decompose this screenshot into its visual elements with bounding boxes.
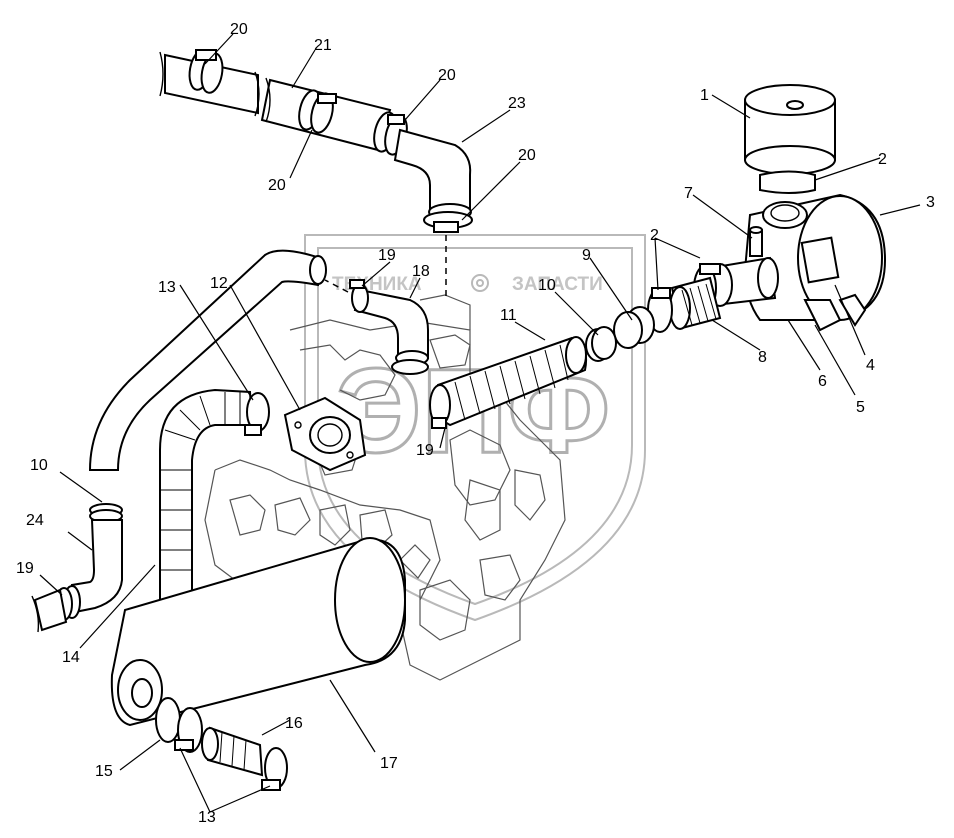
clamp-20-lower xyxy=(423,211,473,233)
sleeve-9 xyxy=(613,306,655,349)
callout-labels: 1 2 2 3 4 5 6 7 8 9 10 10 11 12 13 13 14… xyxy=(16,21,935,826)
clamp-13-upper xyxy=(244,392,270,436)
callout-21: 21 xyxy=(314,37,332,54)
flange-12 xyxy=(283,396,367,472)
callout-20-top-right: 20 xyxy=(438,67,456,84)
callout-2-top: 2 xyxy=(878,151,887,168)
watermark-left-word: ТЕХНИКА xyxy=(332,274,422,295)
watermark-right-word: ЗАПАСТИ xyxy=(512,274,603,295)
intake-pipe-left xyxy=(88,249,327,471)
leader-lines xyxy=(39,33,921,813)
callout-2-mid: 2 xyxy=(650,227,659,244)
callout-10-left: 10 xyxy=(30,457,48,474)
callout-6: 6 xyxy=(818,373,827,390)
callout-20-top-left: 20 xyxy=(230,21,248,38)
callout-18: 18 xyxy=(412,263,430,280)
callout-12: 12 xyxy=(210,275,228,292)
assembly-line-18 xyxy=(324,279,349,293)
callout-16: 16 xyxy=(285,715,303,732)
pipe-stub-left xyxy=(31,588,68,633)
hose-8 xyxy=(669,276,722,330)
flex-hose-14 xyxy=(159,388,254,602)
clamp-19-upper xyxy=(349,279,429,375)
clamp-20-mid xyxy=(298,89,337,134)
corrugated-pipe-11 xyxy=(436,336,588,427)
callout-8: 8 xyxy=(758,349,767,366)
clamp-13-lower-left xyxy=(174,707,203,753)
callout-17: 17 xyxy=(380,755,398,772)
callout-19-top: 19 xyxy=(378,247,396,264)
clamp-15 xyxy=(155,697,181,743)
indicator-7 xyxy=(749,226,763,257)
callout-19-mid: 19 xyxy=(416,442,434,459)
gear-icon xyxy=(471,274,489,292)
clamp-20-top-left xyxy=(188,49,224,94)
elbow-23 xyxy=(393,128,472,221)
callout-4: 4 xyxy=(866,357,875,374)
callout-14: 14 xyxy=(62,649,80,666)
callout-5: 5 xyxy=(856,399,865,416)
callout-13-top: 13 xyxy=(158,279,176,296)
clamp-19-lower xyxy=(429,384,451,429)
callout-20-right: 20 xyxy=(518,147,536,164)
callout-15: 15 xyxy=(95,763,113,780)
clamp-2-top xyxy=(759,170,816,194)
tailpipe-16 xyxy=(201,726,264,777)
callout-3: 3 xyxy=(926,194,935,211)
callout-24: 24 xyxy=(26,512,44,529)
callout-13-bottom: 13 xyxy=(198,809,216,826)
pre-cleaner-cap-1 xyxy=(744,84,836,175)
clamp-13-lower-right xyxy=(261,747,288,791)
callout-20-left: 20 xyxy=(268,177,286,194)
callout-10-right: 10 xyxy=(538,277,556,294)
callout-19-left: 19 xyxy=(16,560,34,577)
callout-7: 7 xyxy=(684,185,693,202)
callout-9: 9 xyxy=(582,247,591,264)
callout-23: 23 xyxy=(508,95,526,112)
clamp-10-right xyxy=(585,326,617,362)
air-cleaner-body-3 xyxy=(743,193,887,332)
callout-11: 11 xyxy=(500,307,517,324)
callout-1: 1 xyxy=(700,87,709,104)
muffler-17 xyxy=(110,537,406,727)
